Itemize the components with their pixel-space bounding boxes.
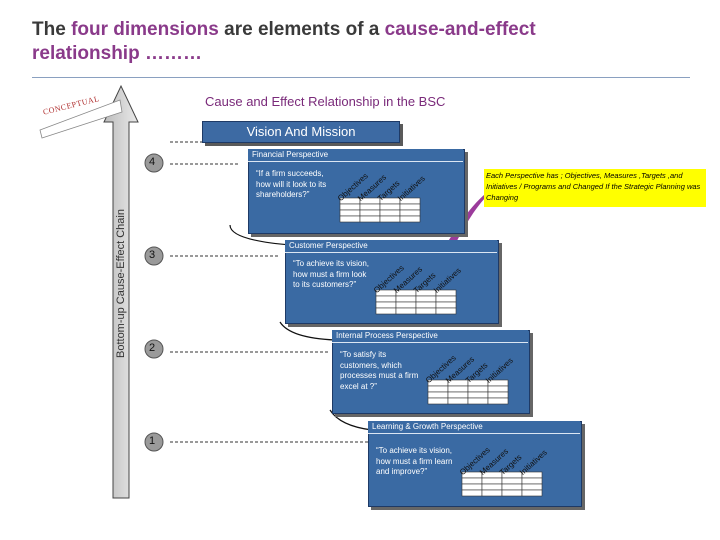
step-number: 2 [149, 342, 156, 354]
step-circles [144, 153, 164, 452]
grid-cell [375, 295, 397, 303]
grid-cell [447, 391, 469, 399]
grid-cell [467, 385, 489, 393]
grid-cell [395, 301, 417, 309]
customer-perspective-header: Customer Perspective [285, 240, 497, 253]
grid-cell [461, 483, 483, 491]
grid-cell [435, 295, 457, 303]
grid-cell [501, 477, 523, 485]
grid-cell [375, 307, 397, 315]
learning-growth-quote: “To achieve its vision, how must a firm … [376, 446, 453, 476]
grid-cell [359, 209, 381, 217]
grid-cell [415, 307, 437, 315]
vision-label: Vision And Mission [246, 124, 356, 139]
step-number: 1 [149, 435, 156, 447]
grid-cell [467, 391, 489, 399]
title-highlight: relationship ……… [32, 43, 202, 64]
grid-cell [521, 483, 543, 491]
financial-quote: “If a firm succeeds, how will it look to… [256, 169, 327, 199]
financial-perspective-header: Financial Perspective [248, 149, 463, 162]
grid-cell [521, 477, 543, 485]
grid-cell [461, 477, 483, 485]
grid-cell [427, 385, 449, 393]
step-number: 3 [149, 249, 156, 261]
grid-cell [467, 397, 489, 405]
grid-cell [481, 477, 503, 485]
grid-cell [435, 307, 457, 315]
vision-mission-box: Vision And Mission [202, 121, 400, 143]
grid-cell [415, 301, 437, 309]
customer-quote: “To achieve its vision, how must a firm … [293, 259, 370, 289]
grid-cell [447, 397, 469, 405]
grid-cell [379, 215, 401, 223]
diagram-subheading: Cause and Effect Relationship in the BSC [205, 94, 446, 109]
grid-cell [415, 295, 437, 303]
chain-arrow [103, 84, 139, 499]
grid-cell [427, 391, 449, 399]
grid-cell [359, 203, 381, 211]
grid-cell [339, 209, 361, 217]
grid-cell [339, 215, 361, 223]
perspective-note: Each Perspective has ; Objectives, Measu… [484, 169, 706, 207]
grid-cell [435, 301, 457, 309]
grid-cell [447, 385, 469, 393]
grid-cell [427, 397, 449, 405]
grid-cell [487, 385, 509, 393]
grid-cell [399, 209, 421, 217]
grid-cell [521, 489, 543, 497]
title-highlight: cause-and-effect [384, 19, 536, 40]
grid-cell [395, 307, 417, 315]
grid-cell [359, 215, 381, 223]
conceptual-band [39, 99, 123, 139]
title-highlight: four dimensions [71, 19, 219, 40]
learning-growth-header: Learning & Growth Perspective [368, 421, 580, 434]
grid-cell [395, 295, 417, 303]
grid-cell [481, 483, 503, 491]
grid-cell [379, 209, 401, 217]
title-text: are elements of a [218, 19, 385, 40]
step-number: 4 [149, 156, 156, 168]
grid-cell [339, 203, 361, 211]
grid-cell [379, 203, 401, 211]
title-text: The [32, 19, 72, 40]
grid-cell [399, 215, 421, 223]
page-title: The four dimensions are elements of a ca… [32, 18, 672, 66]
internal-process-quote: “To satisfy its customers, which process… [340, 350, 419, 391]
grid-cell [481, 489, 503, 497]
connector-curves [229, 224, 373, 431]
grid-cell [501, 489, 523, 497]
grid-cell [461, 489, 483, 497]
internal-process-header: Internal Process Perspective [332, 330, 528, 343]
grid-cell [399, 203, 421, 211]
grid-cell [487, 391, 509, 399]
title-divider [32, 77, 690, 78]
grid-cell [501, 483, 523, 491]
grid-cell [375, 301, 397, 309]
grid-cell [487, 397, 509, 405]
